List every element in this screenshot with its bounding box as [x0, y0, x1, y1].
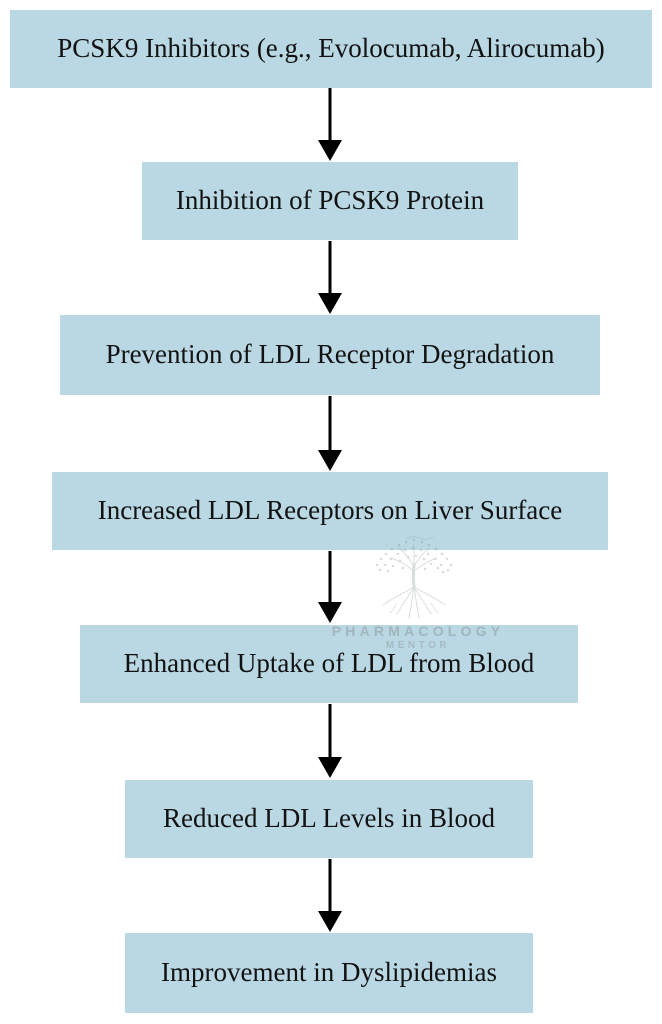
arrow-shaft	[328, 704, 332, 761]
arrow-head	[318, 450, 342, 471]
step-pcsk9-inhibitors: PCSK9 Inhibitors (e.g., Evolocumab, Alir…	[10, 10, 652, 88]
arrow-head	[318, 602, 342, 623]
step-improvement-in-dyslipidemias: Improvement in Dyslipidemias	[125, 933, 533, 1013]
down-arrow-icon	[317, 396, 343, 471]
arrow-shaft	[328, 551, 332, 606]
step-label: PCSK9 Inhibitors (e.g., Evolocumab, Alir…	[57, 33, 605, 64]
down-arrow-icon	[317, 88, 343, 161]
step-enhanced-uptake-of-ldl-from-blood: Enhanced Uptake of LDL from Blood	[80, 625, 578, 703]
step-label: Reduced LDL Levels in Blood	[163, 803, 495, 834]
arrow-head	[318, 140, 342, 161]
down-arrow-icon	[317, 551, 343, 623]
step-inhibition-of-pcsk9-protein: Inhibition of PCSK9 Protein	[142, 162, 518, 240]
arrow-head	[318, 293, 342, 314]
down-arrow-icon	[317, 704, 343, 778]
arrow-shaft	[328, 396, 332, 454]
step-label: Prevention of LDL Receptor Degradation	[105, 339, 555, 370]
step-prevention-of-ldl-receptor-degradation: Prevention of LDL Receptor Degradation	[60, 315, 600, 395]
step-label: Inhibition of PCSK9 Protein	[175, 185, 485, 216]
arrow-shaft	[328, 88, 332, 144]
down-arrow-icon	[317, 859, 343, 932]
step-label: Enhanced Uptake of LDL from Blood	[123, 648, 535, 679]
step-label: Improvement in Dyslipidemias	[161, 957, 497, 988]
step-label: Increased LDL Receptors on Liver Surface	[97, 495, 563, 526]
arrow-shaft	[328, 241, 332, 297]
down-arrow-icon	[317, 241, 343, 314]
arrow-head	[318, 757, 342, 778]
arrow-shaft	[328, 859, 332, 915]
step-increased-ldl-receptors-on-liver-surface: Increased LDL Receptors on Liver Surface	[52, 472, 608, 550]
arrow-head	[318, 911, 342, 932]
step-reduced-ldl-levels-in-blood: Reduced LDL Levels in Blood	[125, 780, 533, 858]
